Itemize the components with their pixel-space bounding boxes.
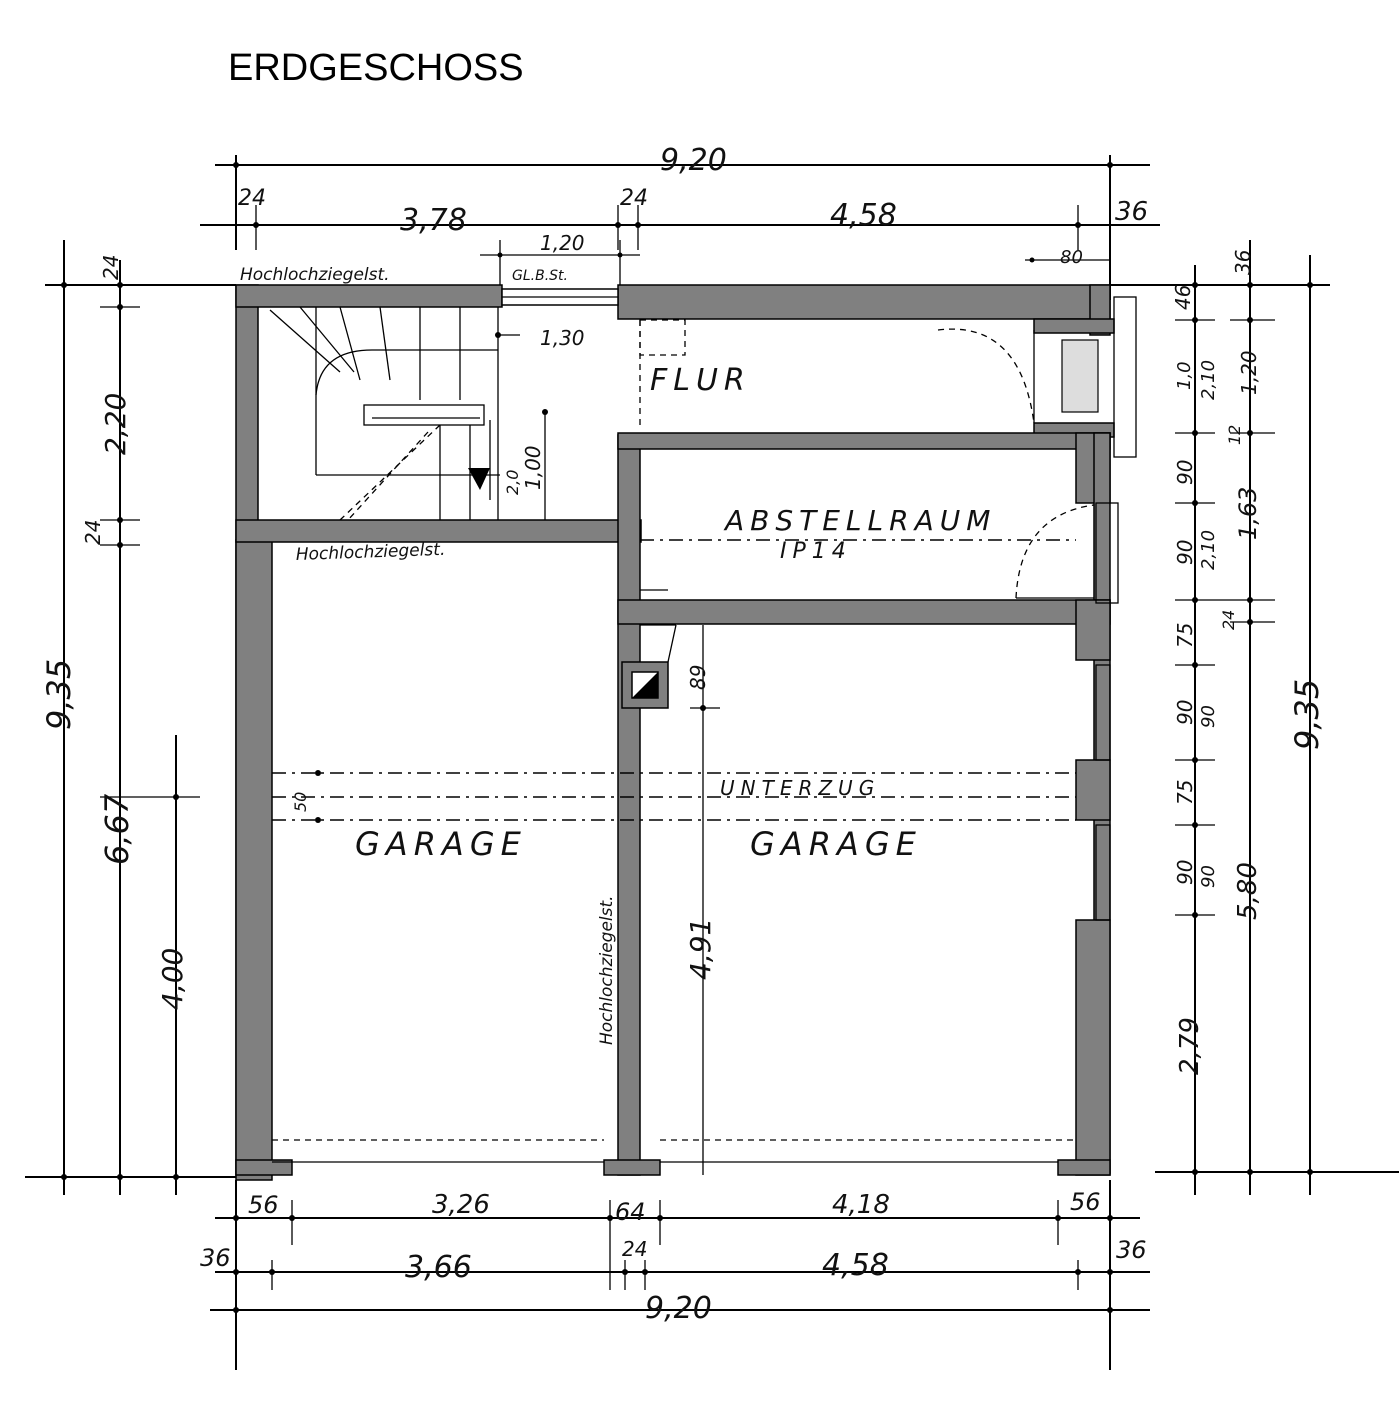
beam-unterzug: UNTERZUG: [720, 776, 880, 800]
staircase: 1,30 1,00 2,0: [269, 306, 585, 521]
dim-top-door-80: 80: [1060, 247, 1083, 268]
flur-room: FLUR: [639, 296, 1137, 458]
dim-right-v11: 75: [1173, 623, 1197, 648]
dim-bottom-right-opening: 4,18: [832, 1190, 890, 1220]
room-garage-right: GARAGE: [750, 825, 922, 863]
dim-bottom-left-pier: 56: [248, 1191, 279, 1219]
dim-right-top-wall: 36: [1231, 250, 1255, 275]
dim-bottom-overall: 9,20: [645, 1291, 712, 1326]
dim-right-v3: 2,10: [1198, 360, 1219, 400]
plan-title: ERDGESCHOSS: [228, 47, 524, 89]
dim-right-v16: 90: [1198, 865, 1219, 888]
dim-right-v7: 90: [1173, 540, 1197, 565]
dim-bottom-left-wall: 36: [200, 1244, 231, 1272]
dim-right-v9: 1,63: [1234, 487, 1262, 540]
abstellraum-room: ABSTELLRAUM IP14: [640, 502, 1119, 604]
dim-bottom-mid-wall: 24: [622, 1237, 647, 1261]
dim-top-window-120: 1,20: [540, 231, 585, 255]
top-dimensions: 9,20 24 3,78 24 4,58 36 1,20 80 Hochloch…: [200, 143, 1160, 300]
dim-chimney-offset: 89: [686, 665, 710, 690]
dim-garage-right-depth: 4,91: [684, 918, 717, 980]
dim-right-v1: 46: [1171, 285, 1195, 310]
dim-top-stair-width: 3,78: [400, 203, 467, 238]
dim-right-v6: 90: [1173, 460, 1197, 485]
dim-bottom-left-garage: 3,66: [405, 1250, 472, 1285]
room-flur: FLUR: [650, 363, 751, 398]
garages: 50 UNTERZUG GARAGE GARAGE Hochlochziegel…: [272, 540, 1111, 1175]
dim-left-partial: 4,00: [156, 948, 189, 1010]
note-wall-mid: Hochlochziegelst.: [295, 540, 445, 565]
dim-bottom-right-pier: 56: [1070, 1188, 1101, 1216]
note-wall-top: Hochlochziegelst.: [240, 265, 390, 285]
dim-top-mid-wall: 24: [620, 186, 648, 211]
dim-stair-100: 1,00: [521, 445, 545, 490]
dim-right-v15: 90: [1173, 860, 1197, 885]
dim-right-v5: 12: [1225, 425, 1244, 445]
top-glass-block: [501, 288, 619, 306]
dim-left-stair-depth: 2,20: [99, 393, 132, 455]
dim-right-v10: 24: [1219, 610, 1238, 630]
dim-top-flur-width: 4,58: [830, 198, 897, 233]
dim-bottom-left-opening: 3,26: [432, 1190, 490, 1220]
dim-beam-offset: 50: [291, 792, 310, 812]
beam-ip14: IP14: [780, 539, 852, 564]
dim-right-v8: 2,10: [1198, 530, 1219, 570]
room-garage-left: GARAGE: [355, 825, 527, 863]
dim-right-v12: 90: [1173, 700, 1197, 725]
dim-left-top-wall: 24: [99, 255, 123, 280]
dim-left-overall: 9,35: [40, 659, 78, 730]
dim-right-v2: 1,0: [1174, 361, 1195, 390]
dim-right-overall: 9,35: [1288, 679, 1326, 750]
dim-left-garage-depth: 6,67: [98, 793, 136, 865]
note-glass-block: GL.B.St.: [512, 268, 568, 284]
walls: [235, 284, 1115, 1181]
dim-top-left-wall: 24: [238, 186, 266, 211]
dim-right-v13: 90: [1198, 705, 1219, 728]
dim-top-right-wall: 36: [1115, 197, 1148, 227]
dim-top-overall: 9,20: [660, 143, 727, 178]
room-abstellraum: ABSTELLRAUM: [723, 504, 996, 537]
right-dimensions: 9,35 36 46 1,0 2,10 1,20 12 90 90 2,10 1…: [1110, 240, 1399, 1195]
left-dimensions: 9,35 24 2,20 24 6,67 4,00: [25, 240, 236, 1195]
dim-stair-130: 1,30: [540, 326, 585, 350]
dim-stair-20: 2,0: [503, 470, 522, 495]
dim-left-mid-wall: 24: [81, 520, 105, 545]
dim-bottom-right-wall: 36: [1116, 1236, 1147, 1264]
dim-right-v4: 1,20: [1237, 350, 1261, 395]
dim-right-v18: 5,80: [1233, 862, 1263, 920]
bottom-dimensions: 56 3,26 64 4,18 56 36 3,66 24 4,58 36 9,…: [200, 1180, 1150, 1370]
dim-right-v14: 75: [1173, 780, 1197, 805]
dim-bottom-right-garage: 4,58: [822, 1248, 889, 1283]
dim-bottom-mid-pier: 64: [615, 1198, 646, 1226]
dim-right-v17: 2,79: [1175, 1017, 1205, 1075]
note-wall-center: Hochlochziegelst.: [597, 895, 617, 1045]
